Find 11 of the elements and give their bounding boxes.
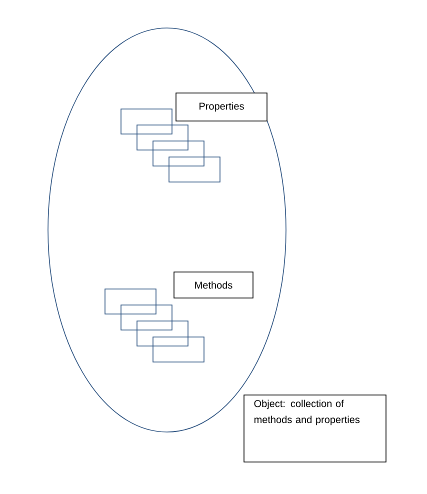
small-box [120, 108, 172, 134]
small-box [104, 288, 156, 314]
note-box: Object: collection of methods and properties [244, 394, 386, 462]
small-box [152, 336, 204, 362]
small-box [136, 320, 188, 346]
small-box [136, 124, 188, 150]
small-box [168, 156, 220, 182]
label-box: Properties [176, 92, 268, 122]
label-box: Methods [174, 272, 254, 298]
small-box [152, 140, 204, 166]
small-box [120, 304, 172, 330]
